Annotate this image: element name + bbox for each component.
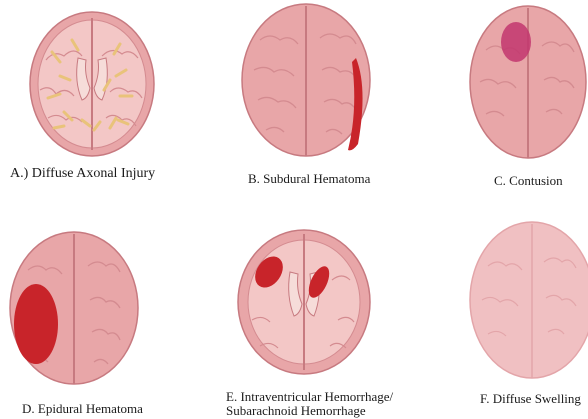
caption-b: B. Subdural Hematoma [248,172,370,185]
caption-e-line1: E. Intraventricular Hemorrhage/ [226,390,393,403]
brain-superior-icon [460,0,588,200]
panel-epidural-hematoma: D. Epidural Hematoma [0,220,196,419]
brain-superior-icon [460,220,588,419]
brain-superior-icon [0,220,196,419]
contusion-mark [501,22,531,62]
brain-superior-icon [230,0,400,200]
panel-diffuse-swelling: F. Diffuse Swelling [460,220,588,419]
panel-intraventricular-hemorrhage: E. Intraventricular Hemorrhage/ Subarach… [220,220,420,419]
caption-d: D. Epidural Hematoma [22,402,143,415]
caption-e-line2: Subarachnoid Hemorrhage [226,404,366,417]
caption-a: A.) Diffuse Axonal Injury [10,167,155,180]
panel-diffuse-axonal-injury: A.) Diffuse Axonal Injury [0,0,196,200]
panel-contusion: C. Contusion [460,0,588,200]
epidural-hematoma-mark [14,284,58,364]
panel-subdural-hematoma: B. Subdural Hematoma [230,0,400,200]
caption-f: F. Diffuse Swelling [480,392,581,405]
caption-c: C. Contusion [494,174,563,187]
